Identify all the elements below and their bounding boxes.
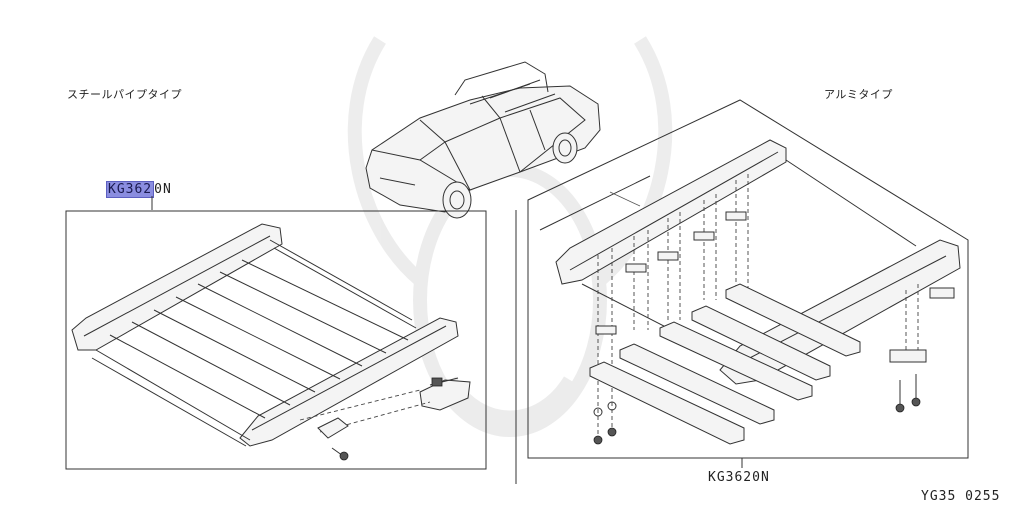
mounting-bracket (419, 377, 471, 411)
right-part-number[interactable]: KG3620N (708, 470, 770, 485)
aluminum-rack-group (527, 99, 969, 468)
fastener-lines (597, 174, 919, 440)
bolt (331, 447, 349, 461)
cross-pipes (109, 259, 409, 419)
part-number-suffix: 0N (154, 182, 172, 197)
figure-code: YG35 0255 (921, 489, 1001, 504)
aluminum-type-label: アルミタイプ (824, 88, 893, 101)
steel-pipe-rack-group (65, 196, 487, 470)
steel-pipe-type-label: スチールパイプタイプ (67, 88, 182, 101)
bolts (593, 374, 921, 445)
part-number-highlight[interactable]: KG362 (106, 181, 155, 198)
station-wagon-car (365, 61, 601, 219)
base-plates (589, 283, 861, 445)
